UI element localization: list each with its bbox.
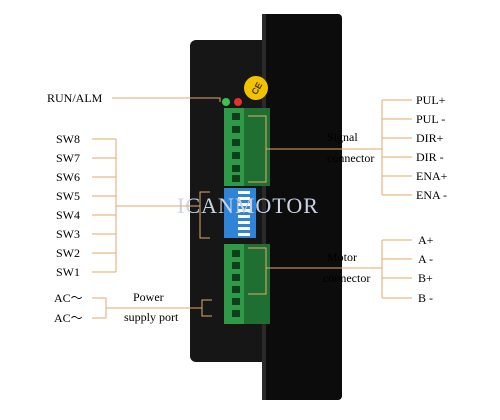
pin-b-minus: B - xyxy=(418,291,433,305)
sw6-label: SW6 xyxy=(56,170,80,184)
pin-b-plus: B+ xyxy=(418,271,433,285)
pin-a-minus: A - xyxy=(418,252,433,266)
sw2-label: SW2 xyxy=(56,246,80,260)
dip-switch xyxy=(224,188,256,238)
leader-lines xyxy=(92,97,412,319)
sw1-label: SW1 xyxy=(56,265,80,279)
pin-ena-minus: ENA - xyxy=(416,188,447,202)
sw5-label: SW5 xyxy=(56,189,80,203)
ce-badge: CE xyxy=(244,76,268,100)
pin-dir-plus: DIR+ xyxy=(416,131,444,145)
ac-label-1: AC～ xyxy=(54,291,83,305)
sw7-label: SW7 xyxy=(56,151,80,165)
pin-pul-plus: PUL+ xyxy=(416,93,446,107)
signal-terminal-block xyxy=(224,108,270,186)
sw3-label: SW3 xyxy=(56,227,80,241)
pin-ena-plus: ENA+ xyxy=(416,169,448,183)
motor-label: Motor xyxy=(327,250,357,264)
sw4-label: SW4 xyxy=(56,208,80,222)
motor-power-terminal-block xyxy=(224,244,270,324)
pin-a-plus: A+ xyxy=(418,233,434,247)
signal-connector-label: connector xyxy=(327,151,374,165)
motor-connector-label: connector xyxy=(323,271,370,285)
sw8-label: SW8 xyxy=(56,132,80,146)
supply-port-label: supply port xyxy=(124,310,179,324)
power-label: Power xyxy=(133,290,164,304)
alarm-led xyxy=(234,98,242,106)
pin-dir-minus: DIR - xyxy=(416,150,444,164)
watermark: ICANMOTOR xyxy=(177,193,319,218)
ac-label-2: AC～ xyxy=(54,311,83,325)
run-alm-label: RUN/ALM xyxy=(47,91,103,105)
signal-label: Signal xyxy=(327,130,358,144)
pin-pul-minus: PUL - xyxy=(416,112,445,126)
run-led xyxy=(222,98,230,106)
